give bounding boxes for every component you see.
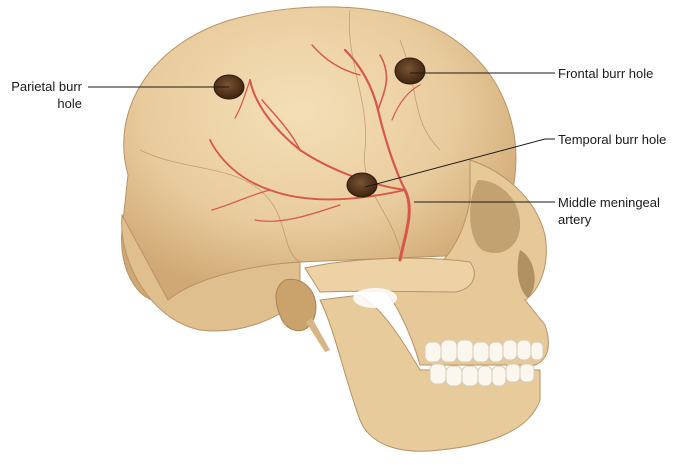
- parietal-burr-hole-label: Parietal burr hole: [11, 79, 82, 111]
- middle-meningeal-artery-label: Middle meningeal artery: [558, 195, 660, 227]
- styloid-process: [306, 318, 330, 352]
- frontal-burr-hole-label: Frontal burr hole: [558, 66, 654, 81]
- teeth: [424, 339, 544, 387]
- temporal-burr-hole-label: Temporal burr hole: [558, 132, 667, 147]
- occipital-bone: [121, 213, 301, 332]
- leader-lines: [88, 72, 555, 203]
- cranial-sutures: [139, 9, 441, 263]
- nasal-cavity: [517, 250, 535, 298]
- mandibular-notch: [353, 288, 397, 308]
- orbit: [470, 180, 521, 254]
- temporal-burr-hole-marker: [346, 172, 378, 198]
- zygomatic-arch: [304, 257, 475, 293]
- frontal-burr-hole-marker: [394, 57, 426, 85]
- temporal-leader-line: [364, 138, 555, 188]
- external-ear-canal: [275, 278, 317, 332]
